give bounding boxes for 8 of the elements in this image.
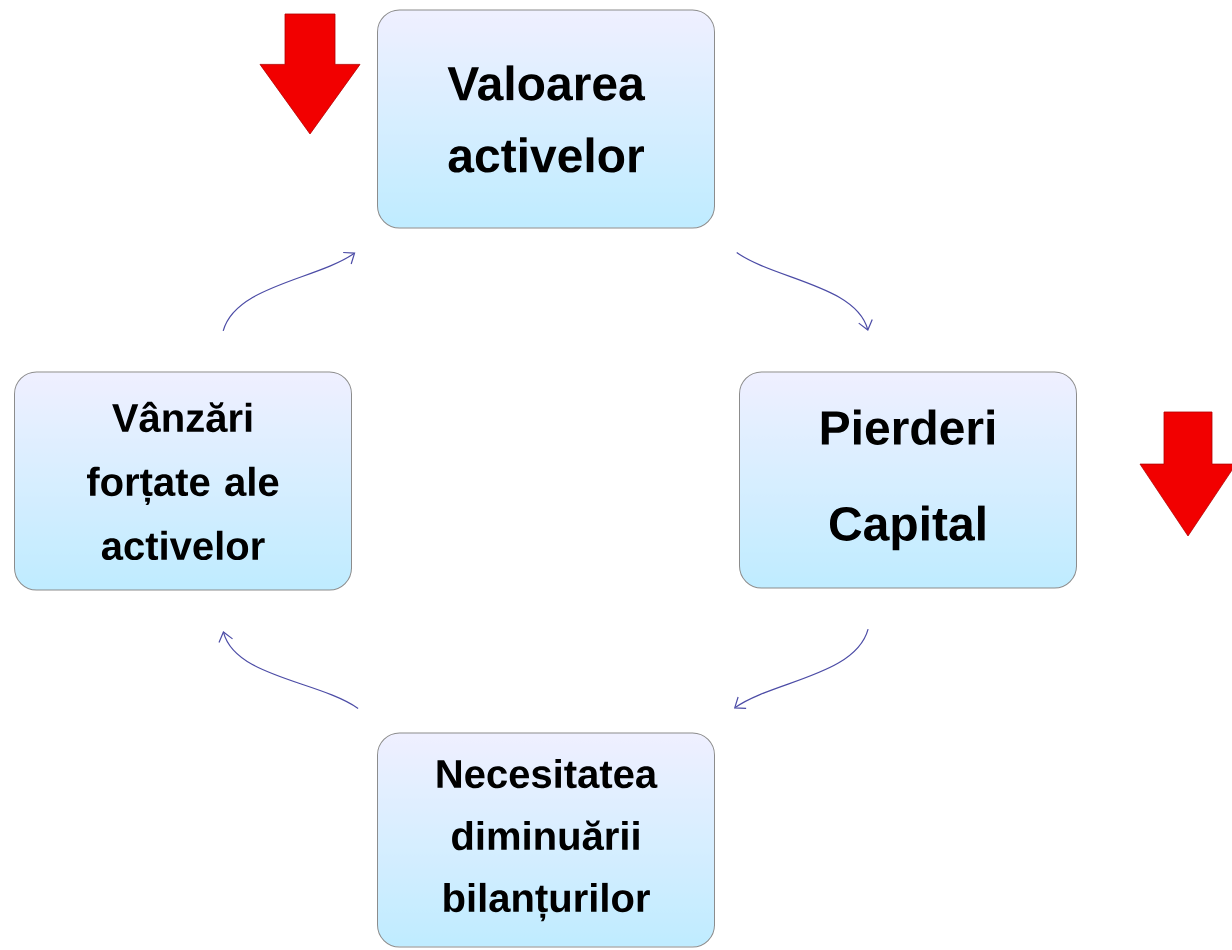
- process-box: Vânzări forțate ale activelor: [14, 371, 352, 591]
- process-box: Valoarea activelor: [377, 9, 715, 229]
- process-box: Pierderi Capital: [739, 371, 1077, 589]
- arrow: [733, 628, 869, 709]
- arrow: [218, 631, 359, 709]
- arrow: [736, 251, 873, 331]
- arrow: [222, 251, 356, 332]
- process-box: Necesitatea diminuării bilanțurilor: [377, 732, 715, 948]
